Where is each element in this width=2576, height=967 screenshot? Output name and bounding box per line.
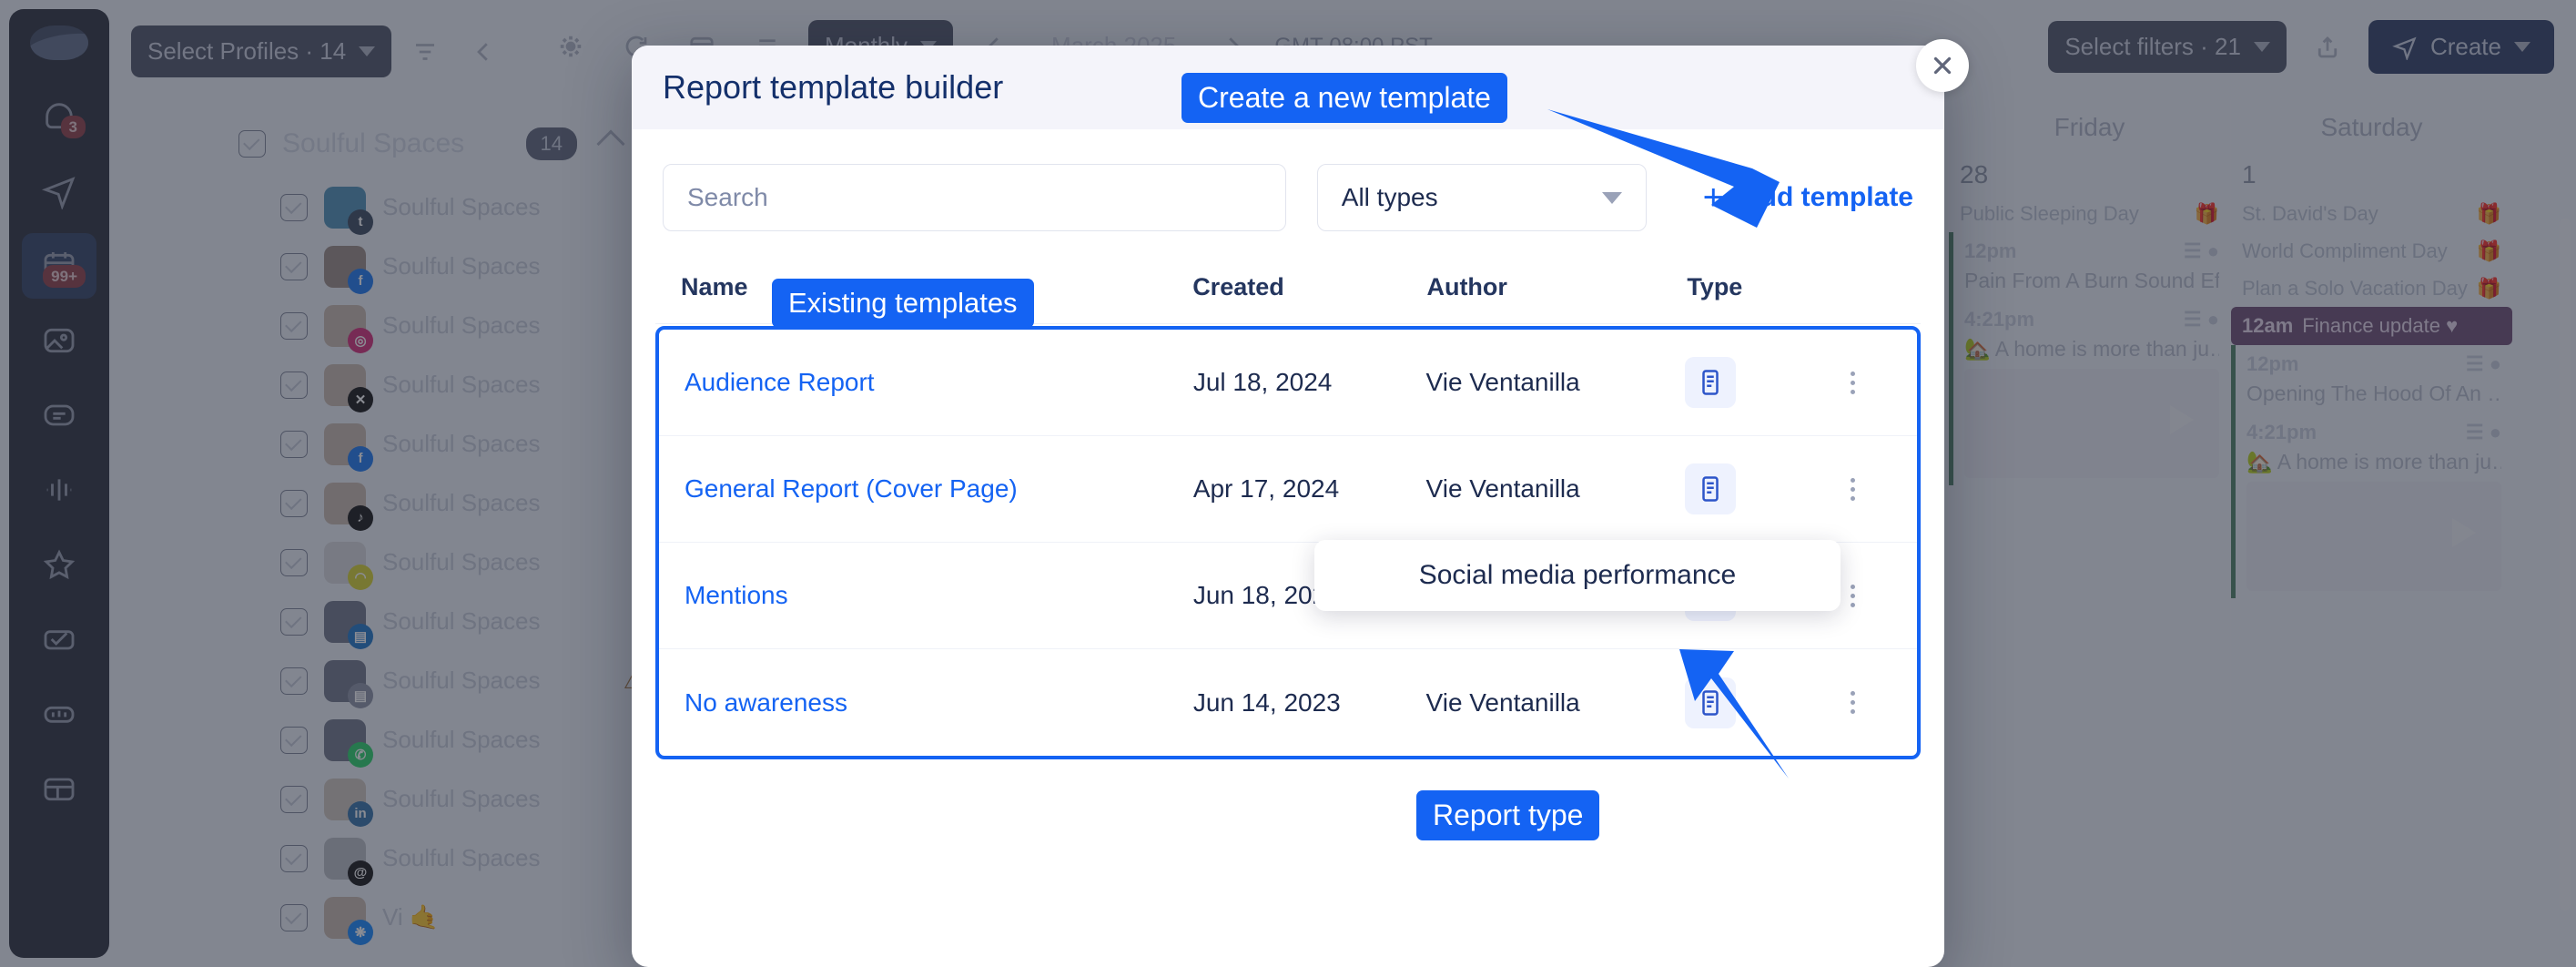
type-filter-select[interactable]: All types	[1316, 164, 1647, 231]
column-header-created: Created	[1192, 273, 1284, 300]
annotation-existing-templates: Existing templates	[772, 279, 1034, 328]
template-author: Vie Ventanilla	[1425, 474, 1580, 503]
template-name-link[interactable]: Audience Report	[685, 368, 875, 396]
plus-icon: +	[1702, 178, 1724, 218]
template-author: Vie Ventanilla	[1425, 368, 1580, 396]
template-created: Apr 17, 2024	[1192, 474, 1340, 503]
column-header-author: Author	[1426, 273, 1507, 300]
annotation-create-new-template: Create a new template	[1182, 73, 1507, 123]
modal-title: Report template builder	[663, 68, 1004, 106]
template-created: Jun 14, 2023	[1192, 687, 1341, 717]
social-media-performance-icon[interactable]	[1684, 463, 1736, 514]
templates-table: Name Created Author Type Audience Report…	[655, 273, 1921, 759]
type-tooltip: Social media performance	[1314, 540, 1841, 611]
social-media-performance-icon[interactable]	[1684, 357, 1736, 408]
table-row[interactable]: Audience Report Jul 18, 2024 Vie Ventanill…	[659, 330, 1917, 436]
column-header-type: Type	[1687, 273, 1743, 300]
table-header-row: Name Created Author Type	[655, 273, 1921, 324]
type-filter-value: All types	[1341, 183, 1438, 211]
annotation-report-type: Report type	[1416, 790, 1600, 840]
template-created: Jul 18, 2024	[1192, 368, 1333, 396]
report-template-builder-modal: Report template builder All types + Add …	[632, 46, 1944, 967]
row-menu-icon[interactable]	[1814, 477, 1891, 501]
row-menu-icon[interactable]	[1814, 584, 1891, 607]
template-name-link[interactable]: Mentions	[685, 581, 788, 609]
close-icon[interactable]	[1916, 39, 1969, 92]
table-row[interactable]: No awareness Jun 14, 2023 Vie Ventanilla	[659, 649, 1917, 756]
column-header-name: Name	[681, 273, 748, 300]
add-template-label: Add template	[1739, 182, 1913, 212]
add-template-button[interactable]: + Add template	[1702, 178, 1913, 218]
template-name-link[interactable]: No awareness	[685, 687, 847, 717]
template-name-link[interactable]: General Report (Cover Page)	[685, 474, 1018, 503]
modal-filters: All types + Add template	[632, 129, 1944, 231]
chevron-down-icon	[1601, 191, 1622, 204]
table-row[interactable]: General Report (Cover Page) Apr 17, 2024 V…	[659, 436, 1917, 543]
social-media-performance-icon[interactable]	[1684, 677, 1736, 728]
row-menu-icon[interactable]	[1814, 691, 1891, 714]
search-input[interactable]	[663, 164, 1286, 231]
template-author: Vie Ventanilla	[1425, 687, 1580, 717]
row-menu-icon[interactable]	[1814, 371, 1891, 394]
